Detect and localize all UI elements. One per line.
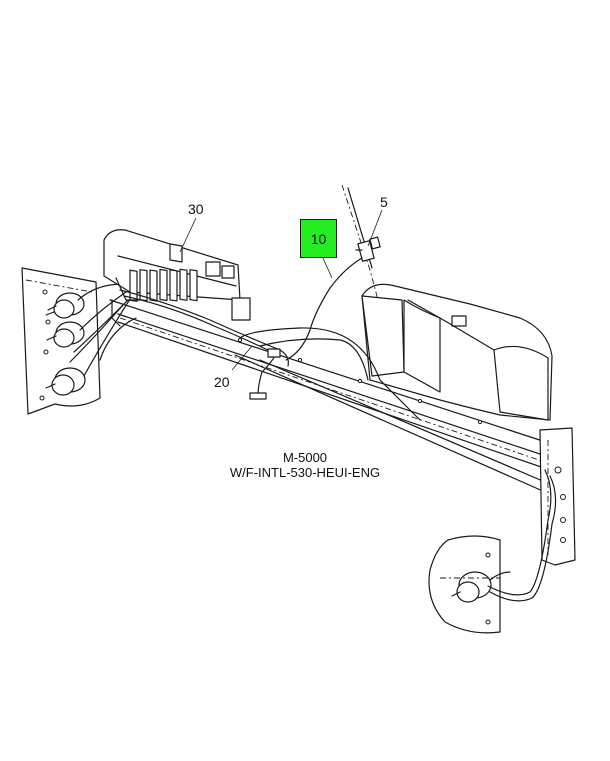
instrument-panel-frame (109, 299, 576, 566)
right-gauge-panel (428, 535, 501, 634)
left-gauge-panel (21, 267, 137, 415)
gauge-lower (45, 367, 86, 396)
callout-10-highlight: 10 (300, 219, 337, 258)
callout-leaders (179, 209, 383, 371)
jumper-wire-item-10 (285, 257, 363, 361)
fuse-relay-block (103, 229, 251, 321)
connector-item-5 (355, 236, 381, 262)
fuse-slots (129, 268, 198, 302)
callout-30: 30 (188, 201, 204, 217)
caption-model: M-5000 (282, 450, 328, 465)
gauge-upper (45, 292, 85, 319)
callout-10: 10 (310, 230, 327, 247)
caption-engine: W/F-INTL-530-HEUI-ENG (229, 465, 381, 480)
main-harness (119, 289, 289, 400)
callout-5: 5 (380, 194, 388, 210)
callout-20: 20 (214, 374, 230, 390)
mounting-post (341, 184, 379, 301)
gauge-middle (46, 321, 85, 348)
right-gauge-harness (487, 469, 557, 602)
right-module-housing (361, 283, 553, 421)
